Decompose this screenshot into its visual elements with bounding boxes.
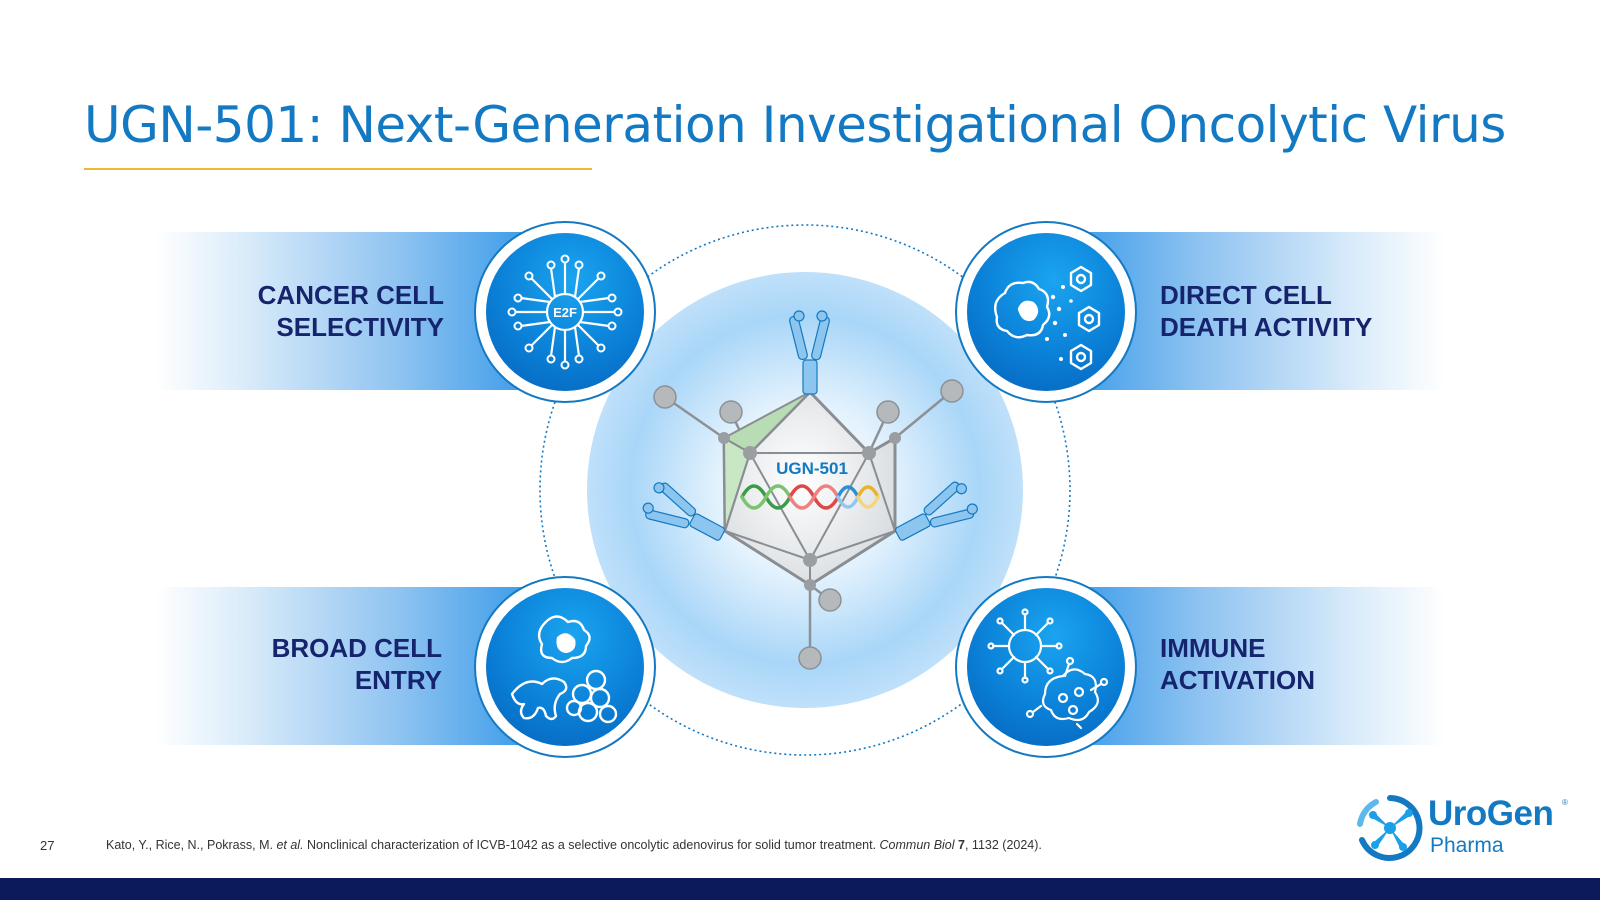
e2f-label: E2F [553,305,577,320]
e2f-circuit-icon: E2F [507,254,623,370]
label-direct-cell-death: DIRECT CELL DEATH ACTIVITY [1160,280,1373,342]
knob-icon [653,385,677,409]
label-immune-activation: IMMUNE ACTIVATION [1160,633,1316,695]
center-label: UGN-501 [776,459,848,478]
label-broad-cell-entry: BROAD CELL ENTRY [271,633,442,695]
badge-broad-cell-entry [474,576,656,758]
reference-citation: Kato, Y., Rice, N., Pokrass, M. et al. N… [106,838,1042,852]
title-underline [84,168,592,170]
logo-wordmark: UroGen [1428,794,1554,833]
badge-direct-cell-death [955,221,1137,403]
antibody-fiber-icon [789,310,830,395]
urogen-mark-icon [1357,795,1423,861]
cell-lysis-icon [994,265,1101,371]
knob-icon [798,646,822,670]
label-cancer-cell-selectivity: CANCER CELL SELECTIVITY [257,280,444,342]
dotted-ring [539,224,1071,756]
knob-icon [719,400,743,424]
cell-types-icon [510,615,618,724]
badge-cancer-cell-selectivity: E2F [474,221,656,403]
urogen-logo: UroGen ® Pharma [1352,792,1572,862]
antibody-fiber-icon [642,482,726,541]
bottom-bar [0,878,1600,900]
antibody-fiber-icon [894,481,978,541]
knob-icon [876,400,900,424]
slide-title: UGN-501: Next-Generation Investigational… [84,96,1506,154]
dna-helix-icon [740,484,880,510]
logo-registered-mark: ® [1562,798,1568,807]
knob-icon [818,588,842,612]
immune-cells-icon [987,608,1109,730]
badge-immune-activation [955,576,1137,758]
logo-subtitle: Pharma [1430,834,1504,857]
page-number: 27 [40,838,55,853]
knob-icon [940,379,964,403]
